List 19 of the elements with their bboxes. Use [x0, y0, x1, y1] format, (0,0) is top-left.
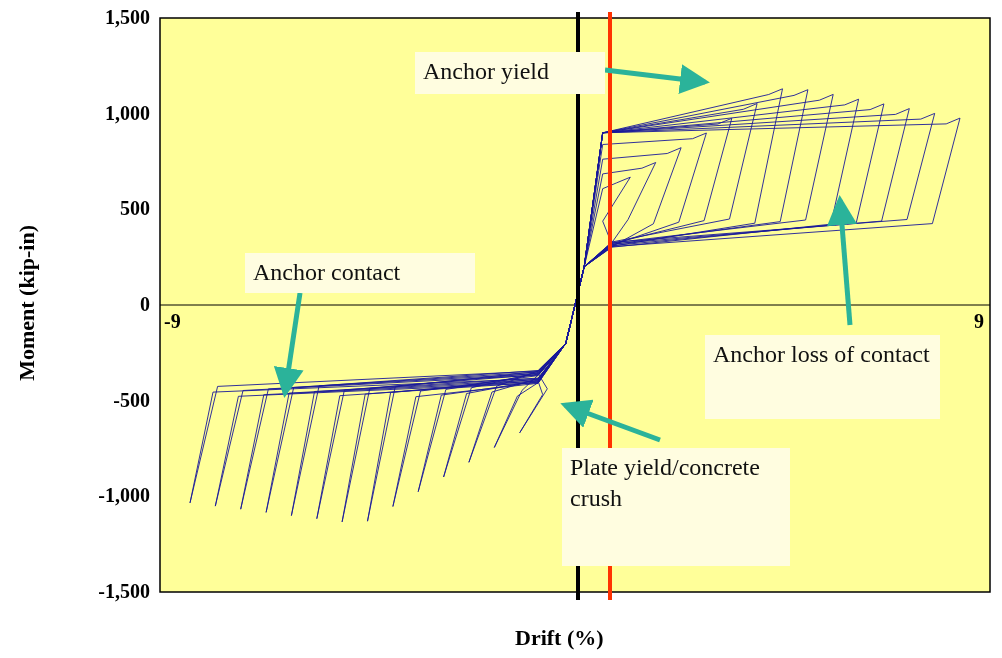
leader-arrow [604, 64, 710, 94]
axis-tick-label: 0 [140, 293, 150, 316]
axis-tick-label: -500 [113, 388, 150, 412]
annotation-label: Anchor contact [245, 253, 475, 293]
leader-arrow [560, 399, 661, 443]
axis-tick-label: 1,500 [105, 6, 150, 29]
annotation-label: Plate yield/concrete crush [562, 448, 790, 566]
axis-tick-label: -1,500 [98, 580, 150, 603]
axis-tick-label: -9 [164, 310, 181, 333]
leader-arrow [273, 292, 304, 398]
leader-arrow [827, 195, 857, 326]
axis-tick-label: -1,000 [98, 484, 150, 508]
axis-title: Moment (kip-in) [14, 225, 40, 381]
axis-title: Drift (%) [515, 625, 604, 651]
annotation-label: Anchor yield [415, 52, 605, 94]
axis-tick-label: 500 [120, 197, 150, 221]
annotation-label: Anchor loss of contact [705, 335, 940, 419]
axis-tick-label: 1,000 [105, 101, 150, 125]
axis-tick-label: 9 [974, 310, 984, 333]
